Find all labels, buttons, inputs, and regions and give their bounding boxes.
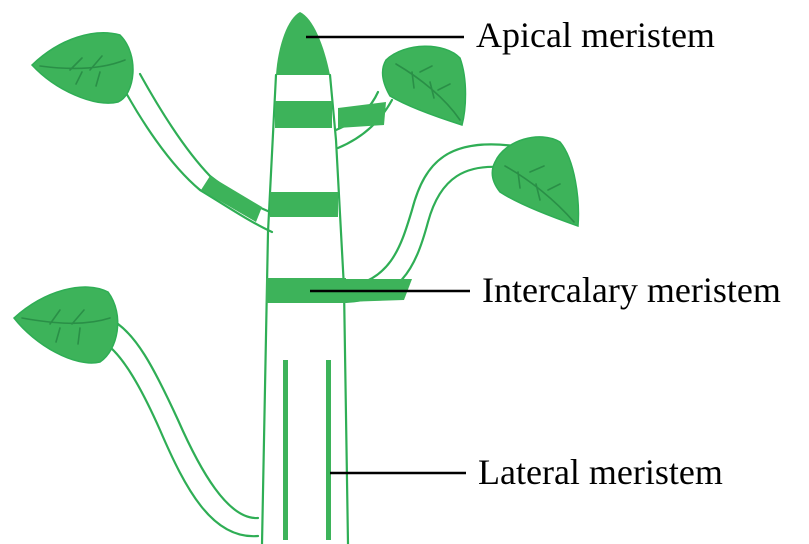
leaf-right [492,137,578,226]
branch-stems [100,74,515,536]
meristem-band-2 [270,192,338,217]
leaf-lower-left [14,287,118,363]
meristem-band-branch-upper-left [201,176,262,222]
lateral-meristem-strip-right [326,360,331,540]
meristem-band-branch-upper-right [338,102,386,128]
meristem-band-1 [275,101,332,128]
apical-meristem-label: Apical meristem [476,15,715,55]
main-stem [262,12,348,544]
lateral-meristem-strip-left [283,360,288,540]
leaf-top-left [32,33,133,103]
lateral-meristem-label: Lateral meristem [478,452,723,492]
leaf-top-right [383,46,466,125]
apical-tip [276,12,330,75]
branch-upper-right [336,92,392,148]
branch-lower-left [100,318,258,536]
intercalary-meristem-label: Intercalary meristem [482,270,781,310]
branch-upper-left [118,74,272,232]
